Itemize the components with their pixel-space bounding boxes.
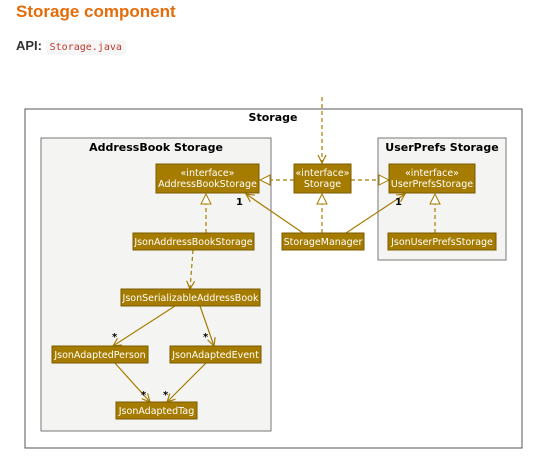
storage-name: Storage [304,179,341,190]
json-userprefs-storage-box: JsonUserPrefsStorage [387,232,497,251]
api-line: API: Storage.java [16,38,126,55]
addressbook-storage-name: AddressBookStorage [158,179,257,190]
api-code-link[interactable]: Storage.java [45,40,126,55]
json-adapted-person-box: JsonAdaptedPerson [51,345,149,364]
userprefs-storage-name: UserPrefsStorage [391,179,473,190]
addressbook-storage-interface-box: «interface» AddressBookStorage [155,163,260,194]
json-serializable-addressbook-box: JsonSerializableAddressBook [120,288,261,307]
addressbook-package-title: AddressBook Storage [89,141,223,154]
userprefs-storage-stereotype: «interface» [405,168,459,179]
storage-stereotype: «interface» [296,168,350,179]
json-adapted-event-box: JsonAdaptedEvent [169,345,262,364]
json-adapted-person-name: JsonAdaptedPerson [53,350,145,361]
json-addressbook-storage-name: JsonAddressBookStorage [133,237,252,248]
multiplicity-person-tag: * [141,390,147,401]
serializable-to-person-assoc [113,305,176,346]
json-adapted-tag-box: JsonAdaptedTag [115,401,198,420]
multiplicity-sm-addressbook: 1 [236,197,243,208]
serializable-to-event-assoc [199,305,214,346]
userprefs-package-title: UserPrefs Storage [385,141,498,154]
addressbook-storage-stereotype: «interface» [181,168,235,179]
multiplicity-to-person: * [112,332,118,343]
storagemanager-to-addressbook-assoc [246,194,304,234]
json-adapted-tag-name: JsonAdaptedTag [118,406,194,417]
storage-manager-name: StorageManager [284,237,363,248]
multiplicity-to-event: * [203,332,209,343]
multiplicity-sm-userprefs: 1 [395,197,402,208]
storage-package-title: Storage [249,111,298,124]
event-to-tag-assoc [167,361,208,402]
api-label: API [16,38,38,53]
json-userprefs-storage-name: JsonUserPrefsStorage [390,237,493,248]
json-adapted-event-name: JsonAdaptedEvent [171,350,259,361]
storage-interface-box: «interface» Storage [293,163,352,194]
api-colon: : [37,38,43,53]
storage-manager-box: StorageManager [281,232,365,251]
userprefs-storage-interface-box: «interface» UserPrefsStorage [388,163,476,194]
json-serializable-addressbook-name: JsonSerializableAddressBook [122,293,259,304]
person-to-tag-assoc [113,361,150,402]
json-addressbook-storage-box: JsonAddressBookStorage [132,232,255,251]
page-heading: Storage component [16,2,176,21]
multiplicity-event-tag: * [163,390,169,401]
storagemanager-to-userprefs-assoc [345,194,405,234]
